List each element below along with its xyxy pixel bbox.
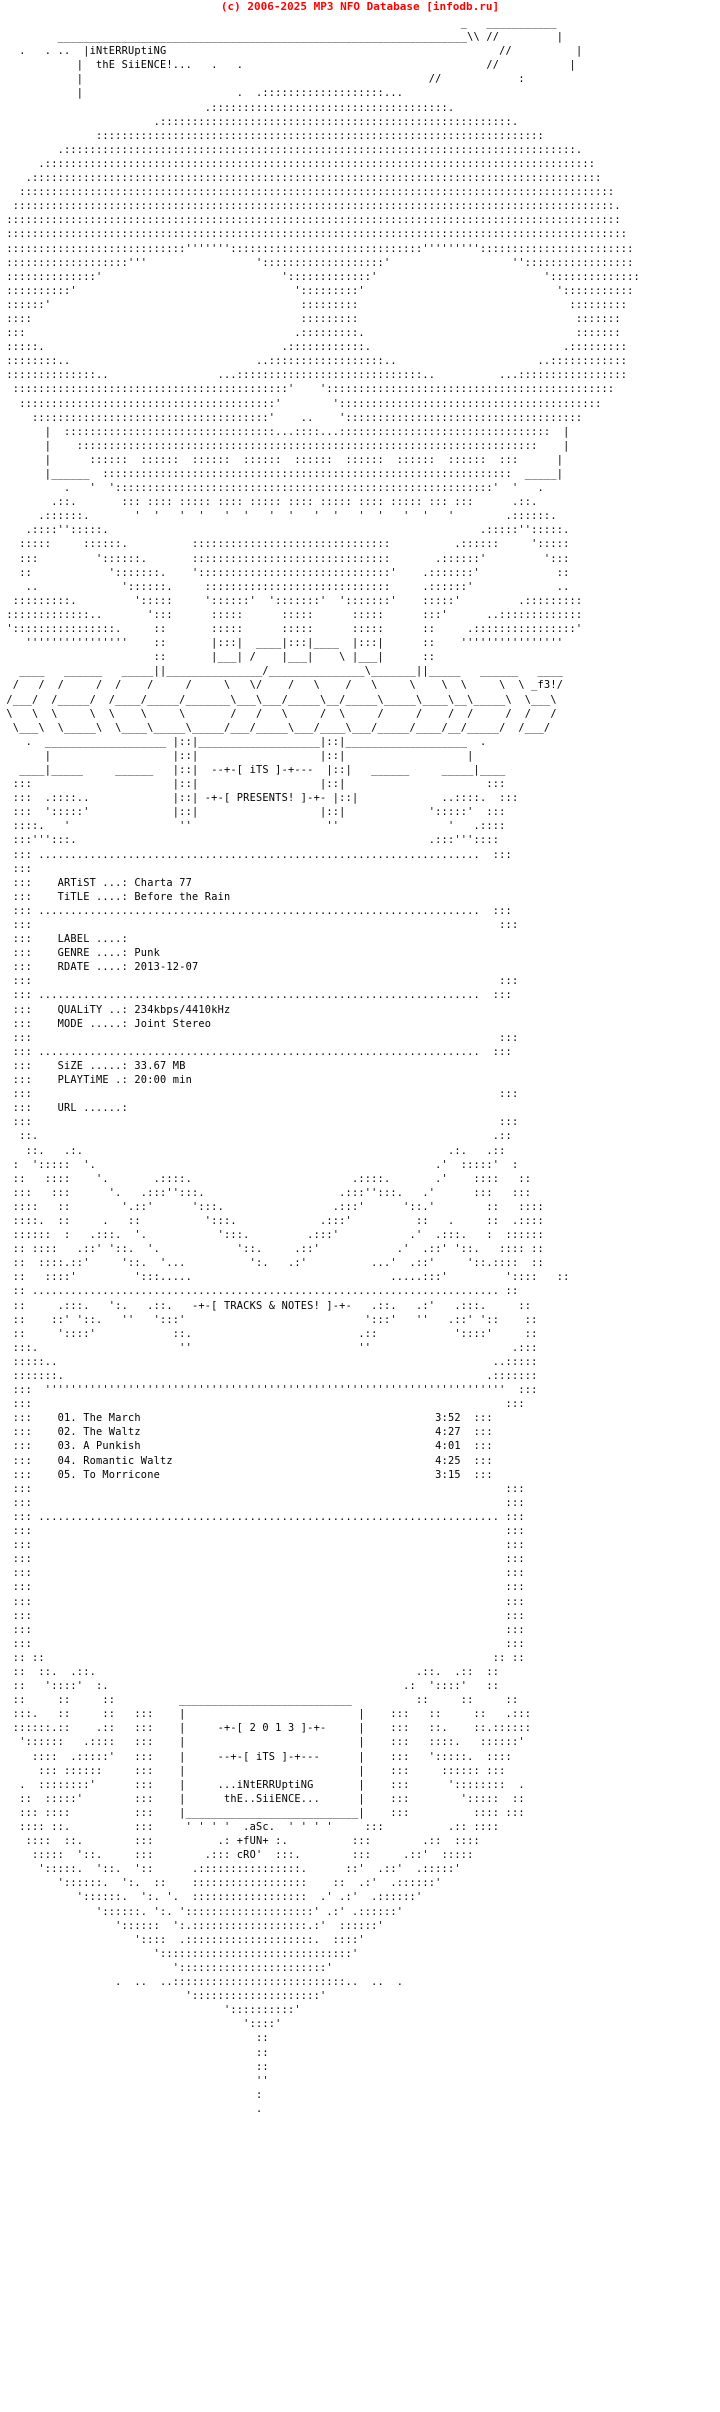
track-time: 4:01 [435,1440,461,1453]
playtime-label: PLAYTiME .: [57,1074,128,1087]
playtime-value: 20:00 min [134,1074,192,1087]
size-value: 33.67 MB [134,1059,186,1072]
tracklist: ::: 01. The March 3:52 ::: ::: 02. The W… [0,1412,525,1636]
group-name: iNtERRUptiNG [89,45,167,58]
rdate-value: 2013-12-07 [134,961,199,974]
mode-value: Joint Stereo [134,1017,212,1030]
track-title: The March [83,1412,141,1425]
artist-label: ARTiST ...: [57,876,128,889]
track-time: 3:15 [435,1468,461,1481]
quality-label: QUALiTY ..: [57,1003,128,1016]
footer-credits-3: cRO' [236,1849,263,1862]
presents-label: -+-[ PRESENTS! ]-+- [204,792,327,805]
track-time: 4:25 [435,1454,461,1467]
track-title: Romantic Waltz [83,1454,173,1467]
footer-group-name: ...iNtERRUptiNG [217,1778,314,1791]
footer-group-tagline: thE..SiiENCE... [223,1792,320,1805]
nfo-art-footer: ::: ::: :: :: :: :: :: ::. .::. [12,1637,532,2115]
release-info: ::: ARTiST ...: Charta 77 ::: TiTLE ....… [0,876,570,1411]
track-title: To Morricone [83,1468,160,1481]
group-tagline: thE SiiENCE!... [96,59,192,72]
presents-its: --+-[ iTS ]-+--- [211,763,314,776]
track-title: The Waltz [83,1426,141,1439]
title-value: Before the Rain [134,890,231,903]
track-num: 02. [57,1426,77,1439]
quality-value: 234kbps/4410kHz [134,1003,231,1016]
footer-credits-1: .aSc. [243,1821,276,1833]
track-title: A Punkish [83,1440,141,1453]
copyright-text: (c) 2006-2025 MP3 NFO Database [infodb.r… [220,0,500,13]
tracks-header: -+-[ TRACKS & NOTES! ]-+- [191,1299,352,1312]
track-num: 04. [57,1454,77,1467]
track-num: 01. [57,1412,77,1425]
nfo-ascii-art: _ ___________ __________________________… [0,16,720,2412]
track-num: 03. [57,1440,77,1453]
track-num: 05. [57,1468,77,1481]
group-tag: _f3!/ [531,679,564,692]
size-label: SiZE .....: [57,1059,128,1072]
mode-label: MODE .....: [57,1017,128,1030]
track-time: 4:27 [435,1426,461,1439]
label-label: LABEL ....: [57,933,128,946]
url-label: URL ......: [57,1102,128,1115]
footer-year: -+-[ 2 0 1 3 ]-+- [217,1722,327,1735]
track-time: 3:52 [435,1412,461,1425]
footer-its: --+-[ iTS ]-+--- [217,1750,320,1763]
genre-value: Punk [134,947,161,960]
artist-value: Charta 77 [134,876,192,889]
title-label: TiTLE ....: [57,890,128,903]
site-copyright-header: (c) 2006-2025 MP3 NFO Database [infodb.r… [0,0,720,14]
rdate-label: RDATE ....: [57,961,128,974]
footer-credits-2: +fUN+ [236,1835,269,1848]
genre-label: GENRE ....: [57,947,128,960]
nfo-art-top: _ ___________ __________________________… [6,17,640,875]
